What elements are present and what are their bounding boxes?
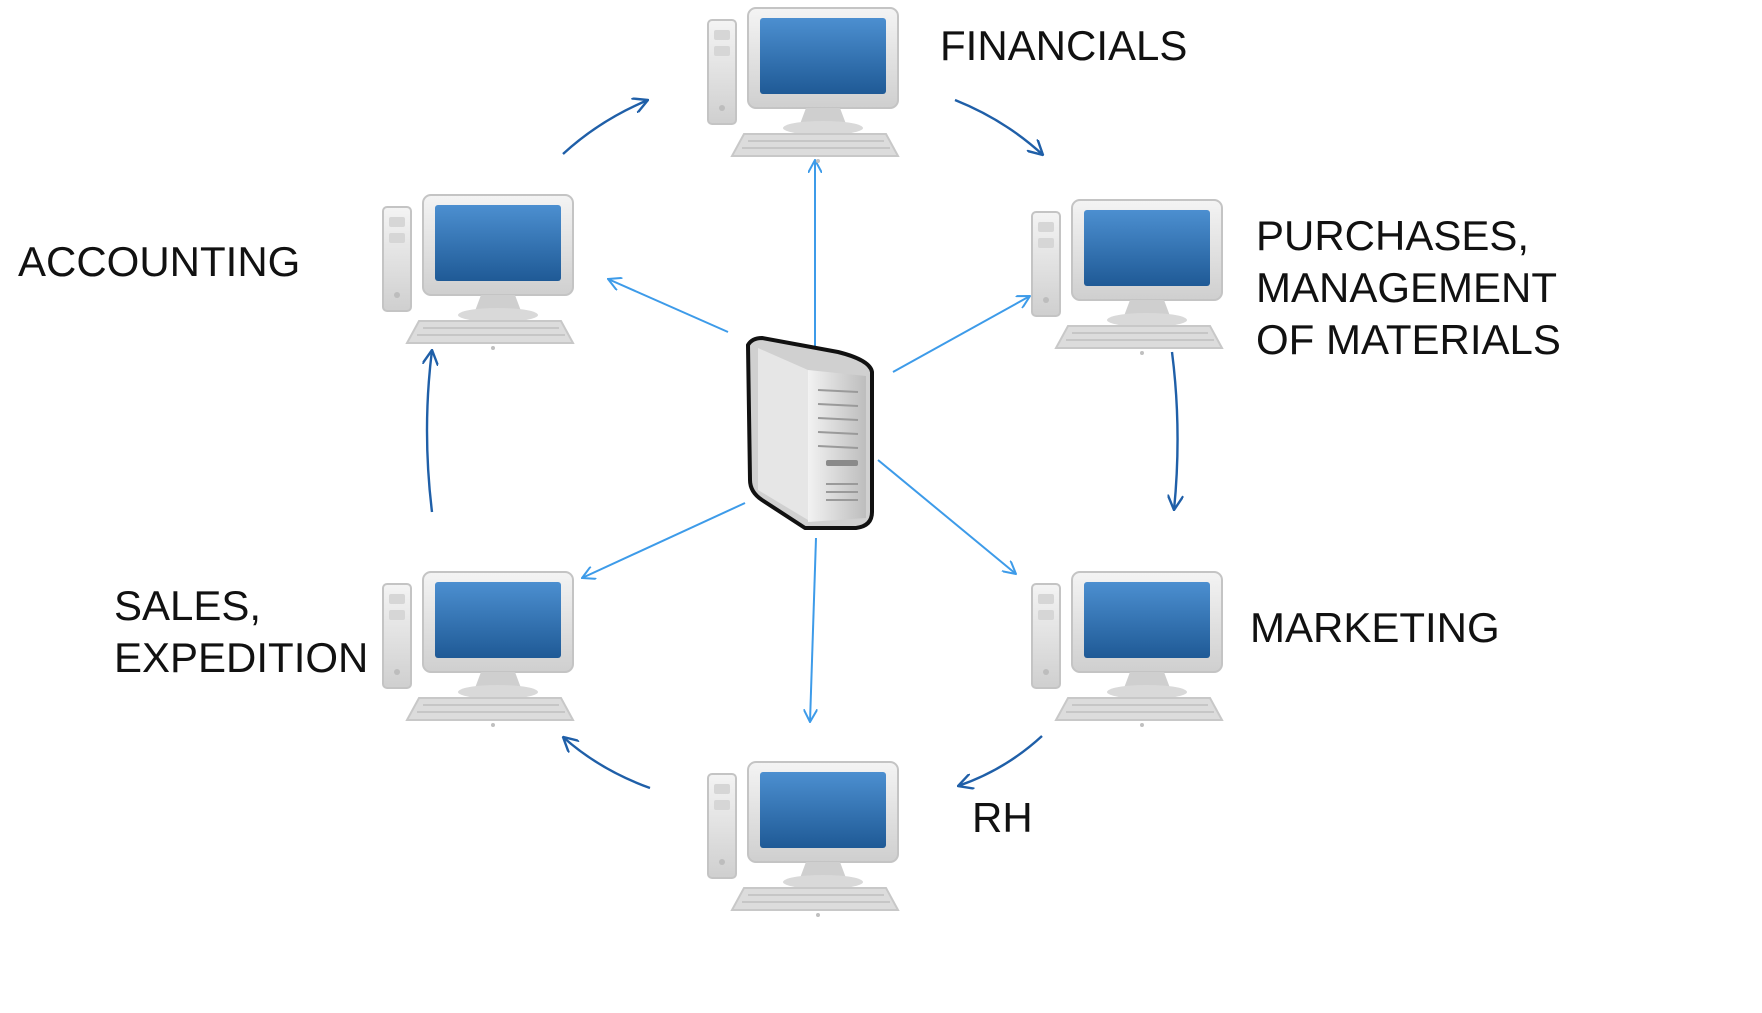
node-financials-computer-icon	[707, 7, 899, 164]
cycle-arrow-sales-to-accounting	[427, 350, 432, 513]
label-purchases-line-2: MANAGEMENT	[1256, 264, 1558, 311]
cycle-arrow-accounting-to-financials	[562, 100, 648, 155]
label-accounting: ACCOUNTING	[18, 236, 300, 288]
label-sales: SALES, EXPEDITION	[114, 580, 368, 684]
label-rh: RH	[972, 792, 1033, 844]
node-accounting-computer-icon	[382, 194, 574, 351]
label-accounting-line: ACCOUNTING	[18, 238, 301, 285]
cycle-arrow-rh-to-sales	[563, 737, 651, 790]
spoke-arrow-rh	[810, 537, 816, 722]
label-financials-line: FINANCIALS	[940, 22, 1188, 69]
node-sales-computer-icon	[382, 571, 574, 728]
node-marketing-computer-icon	[1031, 571, 1223, 728]
server-tower-icon	[746, 336, 874, 530]
label-purchases-line-3: OF MATERIALS	[1256, 316, 1561, 363]
spoke-arrow-accounting	[608, 279, 729, 333]
node-rh-computer-icon	[707, 761, 899, 918]
cycle-arrow-marketing-to-rh	[958, 735, 1043, 786]
spoke-arrow-purchases	[892, 296, 1030, 373]
spoke-arrow-marketing	[877, 459, 1016, 574]
label-purchases-line-1: PURCHASES,	[1256, 212, 1530, 259]
label-marketing: MARKETING	[1250, 602, 1500, 654]
spoke-arrow-sales	[582, 502, 746, 578]
node-purchases-computer-icon	[1031, 199, 1223, 356]
label-purchases: PURCHASES, MANAGEMENT OF MATERIALS	[1256, 210, 1561, 366]
label-rh-line: RH	[972, 794, 1033, 841]
label-sales-line-2: EXPEDITION	[114, 634, 369, 681]
label-financials: FINANCIALS	[940, 20, 1187, 72]
cycle-arrow-financials-to-purchases	[954, 98, 1043, 155]
label-sales-line-1: SALES,	[114, 582, 262, 629]
label-marketing-line: MARKETING	[1250, 604, 1500, 651]
cycle-arrow-purchases-to-marketing	[1172, 351, 1178, 510]
cycle-arrows	[427, 100, 1178, 788]
spoke-arrows	[582, 160, 1030, 722]
